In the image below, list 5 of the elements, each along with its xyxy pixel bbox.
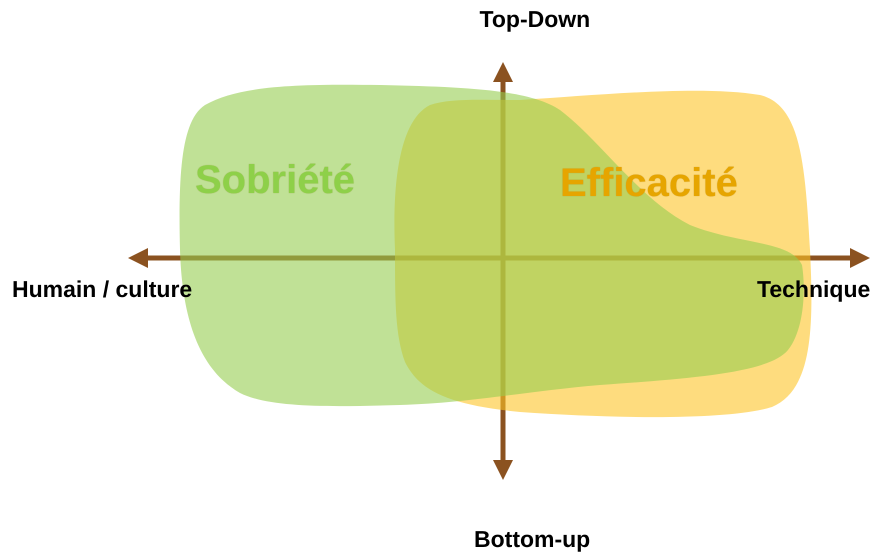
region-label: Efficacité (560, 163, 738, 203)
region-label: Sobriété (195, 160, 356, 200)
axis-label: Top-Down (480, 8, 590, 31)
axis-label: Bottom-up (474, 528, 590, 551)
axis-label: Humain / culture (12, 278, 192, 301)
